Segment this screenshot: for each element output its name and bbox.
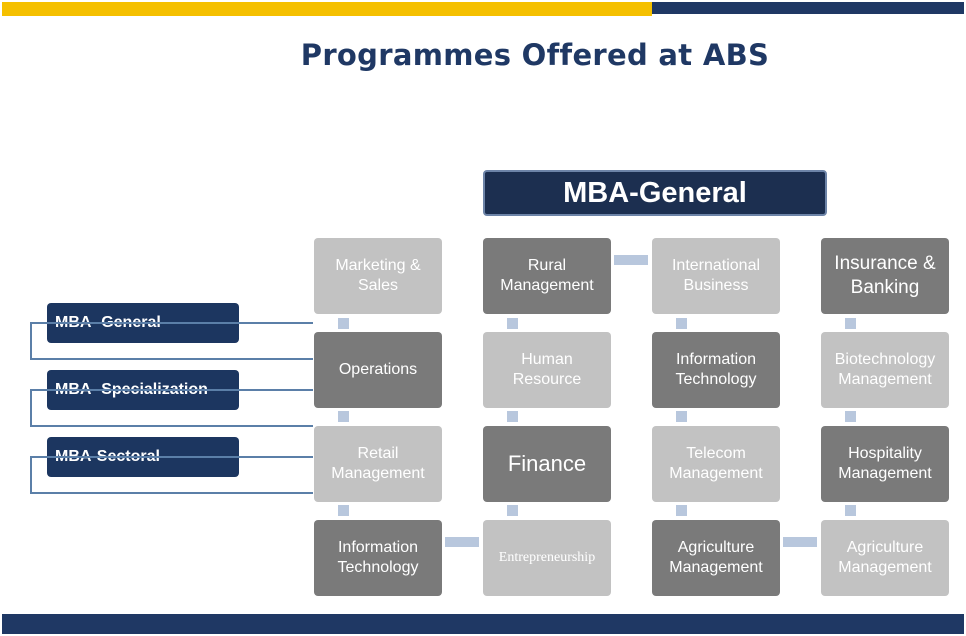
connector-v <box>507 318 518 329</box>
box-human-resource: Human Resource <box>483 332 611 408</box>
connector-v <box>338 411 349 422</box>
box-hospitality-management: Hospitality Management <box>821 426 949 502</box>
box-agriculture-management-1: Agriculture Management <box>652 520 780 596</box>
connector-v <box>507 505 518 516</box>
connector-h <box>783 537 817 547</box>
connector-v <box>507 411 518 422</box>
box-telecom-management: Telecom Management <box>652 426 780 502</box>
top-accent-bar <box>2 2 652 16</box>
connector-v <box>845 411 856 422</box>
box-international-business: International Business <box>652 238 780 314</box>
top-navy-bar <box>652 2 964 14</box>
box-finance: Finance <box>483 426 611 502</box>
connector-v <box>338 505 349 516</box>
box-marketing-sales: Marketing & Sales <box>314 238 442 314</box>
box-information-technology-1: Information Technology <box>314 520 442 596</box>
connector-h <box>614 255 648 265</box>
connector-v <box>845 318 856 329</box>
box-information-technology-2: Information Technology <box>652 332 780 408</box>
connector-v <box>676 318 687 329</box>
box-rural-management: Rural Management <box>483 238 611 314</box>
connector-v <box>338 318 349 329</box>
box-retail-management: Retail Management <box>314 426 442 502</box>
box-insurance-banking: Insurance & Banking <box>821 238 949 314</box>
bracket-specialization <box>30 389 313 427</box>
box-entrepreneurship: Entrepreneurship <box>483 520 611 596</box>
mba-general-header: MBA-General <box>483 170 827 216</box>
page-title: Programmes Offered at ABS <box>300 38 770 72</box>
box-biotechnology-management: Biotechnology Management <box>821 332 949 408</box>
bracket-sectoral <box>30 456 313 494</box>
connector-sectoral <box>239 456 313 458</box>
box-operations: Operations <box>314 332 442 408</box>
bracket-general <box>30 322 313 360</box>
connector-general <box>239 322 313 324</box>
connector-v <box>676 505 687 516</box>
connector-v <box>845 505 856 516</box>
connector-h <box>445 537 479 547</box>
connector-specialization <box>239 389 313 391</box>
bottom-navy-bar <box>2 614 964 634</box>
box-agriculture-management-2: Agriculture Management <box>821 520 949 596</box>
connector-v <box>676 411 687 422</box>
